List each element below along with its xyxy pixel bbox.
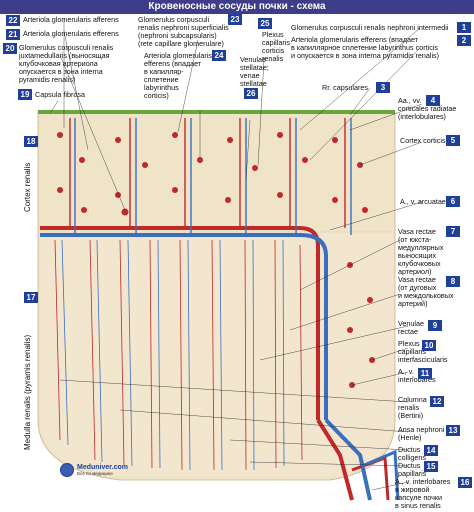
vasa-recta <box>54 239 303 471</box>
label-number-4: 4 <box>426 95 440 106</box>
label-number-7: 7 <box>446 226 460 237</box>
label-text-12: Columna renalis (Bertini) <box>398 395 427 420</box>
label-text-10: Plexus capillaris interfascicularis <box>398 339 448 364</box>
label-number-17: 17 <box>24 292 38 303</box>
label-number-16: 16 <box>458 477 472 488</box>
label-number-15: 15 <box>424 461 438 472</box>
label-text-15: Ductus papillaris <box>398 461 427 478</box>
interlobar-vein-branch <box>361 449 400 501</box>
label-number-24: 24 <box>212 50 226 61</box>
label-text-23: Glomerulus corpusculi renalis nephroni s… <box>138 15 229 48</box>
leader-lines <box>49 18 423 491</box>
label-number-20: 20 <box>3 43 17 54</box>
label-text-2: Arteriola glomerularis efferens (впадает… <box>291 35 440 60</box>
logo-icon <box>60 463 74 477</box>
label-number-23: 23 <box>228 14 242 25</box>
logo-tagline: Все по медицине <box>77 471 113 476</box>
label-text-3: Rr. capsulares <box>322 83 368 92</box>
label-number-12: 12 <box>430 396 444 407</box>
label-text-5: Cortex corticis <box>400 136 446 145</box>
label-text-24: Arteriola glomerularis efferens (впадает… <box>144 51 212 100</box>
label-number-9: 9 <box>428 320 442 331</box>
label-text-21: Arteriola glomerularis efferens <box>23 29 119 38</box>
label-number-11: 11 <box>418 368 432 379</box>
glomeruli <box>57 132 375 388</box>
label-number-21: 21 <box>6 29 20 40</box>
meduniver-logo: Meduniver.com Все по медицине <box>60 463 128 477</box>
label-text-cortex-renalis: Cortex renalis <box>23 162 32 212</box>
label-text-7: Vasa rectae (от юкста- медуллярных вынос… <box>398 227 444 276</box>
label-number-18: 18 <box>24 136 38 147</box>
logo-name: Meduniver.com <box>77 464 128 471</box>
label-text-22: Arteriola glomerularis afferens <box>23 15 119 24</box>
label-number-1: 1 <box>457 22 471 33</box>
page-title: Кровеносные сосуды почки - схема <box>0 0 474 14</box>
label-text-6: A., v. arcuatae <box>400 197 446 206</box>
label-text-1: Glomerulus corpusculi renalis nephroni i… <box>291 23 449 32</box>
label-text-9: Venulae rectae <box>398 319 424 336</box>
label-text-26: Venulae stellatae; venae stellatae <box>240 55 269 88</box>
label-text-19: Capsula fibrosa <box>35 90 85 99</box>
label-text-medulla-renalis: Medulla renalis (pyramis renalis) <box>23 334 32 450</box>
label-text-14: Ductus colligens <box>398 445 426 462</box>
label-number-2: 2 <box>457 35 471 46</box>
label-text-13: Ansa nephroni (Henle) <box>398 425 445 442</box>
label-text-8: Vasa rectae (от дуговых и междольковых а… <box>398 275 454 308</box>
medulla-region <box>40 232 393 476</box>
label-text-25: Plexus capillaris corticis renalis <box>262 30 290 63</box>
label-text-4: Aa., vv. corticales radiatae (interlobul… <box>398 96 457 121</box>
label-number-5: 5 <box>446 135 460 146</box>
label-number-6: 6 <box>446 196 460 207</box>
arcuate-artery <box>40 226 320 420</box>
label-number-26: 26 <box>244 88 258 99</box>
interlobar-vein <box>324 418 372 501</box>
label-number-22: 22 <box>6 15 20 26</box>
label-text-11: A., v. interlobares <box>398 367 436 384</box>
label-number-19: 19 <box>18 89 32 100</box>
arcuate-vein <box>40 233 328 420</box>
label-number-8: 8 <box>446 276 460 287</box>
interlobar-artery <box>316 418 354 501</box>
label-text-16: A., v. interlobares в жировой капсуле по… <box>395 477 451 510</box>
label-number-25: 25 <box>258 18 272 29</box>
label-number-10: 10 <box>422 340 436 351</box>
label-text-20: Glomerulus corpusculi renalis juxtamedul… <box>19 43 114 84</box>
label-number-14: 14 <box>424 445 438 456</box>
label-number-13: 13 <box>446 425 460 436</box>
label-number-3: 3 <box>376 82 390 93</box>
